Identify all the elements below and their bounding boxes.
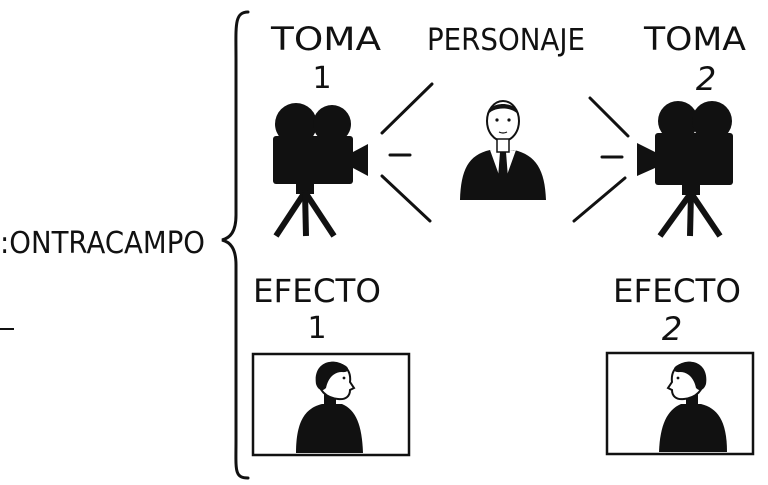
- shot-2-number: 2: [696, 60, 716, 98]
- shot-1-label: TOMA: [270, 20, 381, 58]
- movie-camera-2-icon: [637, 101, 733, 238]
- concept-label: :ONTRACAMPO: [0, 226, 205, 261]
- shot-2-label: TOMA: [643, 20, 746, 58]
- movie-camera-1-icon: [273, 103, 368, 238]
- effect-1-frame: [251, 352, 411, 457]
- shot-1-number: 1: [312, 61, 331, 96]
- effect-2-label: EFECTO: [613, 272, 741, 310]
- profile-right-figure-icon: [296, 361, 363, 453]
- effect-1-label: EFECTO: [253, 272, 381, 310]
- curly-brace: [221, 10, 250, 480]
- subject-figure-icon: [460, 100, 546, 200]
- camera-2-sight-lines: [572, 96, 630, 223]
- effect-2-frame: [605, 351, 755, 456]
- effect-2-number: 2: [662, 310, 682, 348]
- subject-label: PERSONAJE: [427, 23, 585, 58]
- profile-left-figure-icon: [659, 361, 727, 452]
- effect-1-number: 1: [307, 311, 326, 346]
- camera-1-sight-lines: [380, 82, 434, 223]
